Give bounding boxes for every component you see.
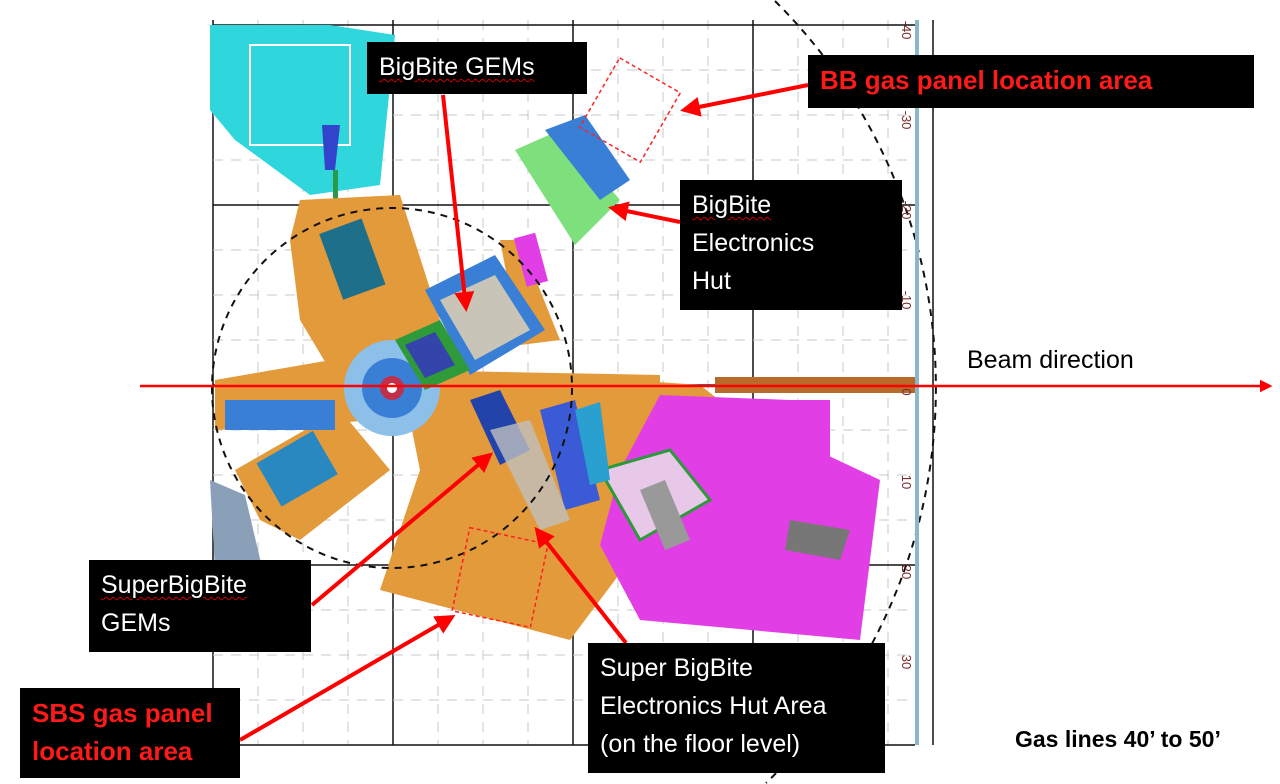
sbs-gas-panel-area [451, 526, 549, 629]
bigbite-gems-label: BigBite GEMs [367, 42, 587, 94]
label-line: Electronics [692, 229, 815, 257]
sbs-gas-panel-arrow [238, 614, 456, 742]
axis-tick-label: 0 [899, 388, 914, 395]
cyan-spectrometer [210, 25, 395, 210]
superbigbite-magenta-structure [470, 377, 915, 640]
bigbite-hut-label: BigBite Electronics Hut [680, 180, 902, 310]
superbigbite-gems-label: SuperBigBite GEMs [89, 560, 311, 652]
gas-lines-note: Gas lines 40’ to 50’ [1015, 726, 1221, 752]
axis-ticks: -40 -30 -20 -10 0 10 20 30 [899, 21, 914, 670]
label-line: location area [32, 736, 193, 766]
bb-gas-panel-area [578, 56, 682, 164]
label-line: Hut [692, 267, 731, 295]
bigbite-hut-arrow [608, 201, 681, 224]
label-line: Super BigBite [600, 654, 753, 682]
axis-tick-label: 10 [899, 475, 914, 489]
axis-tick-label: -40 [899, 21, 914, 40]
superbigbite-gems-arrow [310, 452, 494, 607]
label-line: GEMs [101, 609, 171, 637]
beam-direction-label: Beam direction [967, 346, 1134, 374]
label-line: (on the floor level) [600, 730, 801, 758]
axis-tick-label: -30 [899, 111, 914, 130]
label-line: BigBite [692, 191, 772, 219]
bb-gas-panel-arrow [680, 83, 809, 117]
label-line: SBS gas panel [32, 698, 213, 728]
axis-tick-label: 30 [899, 655, 914, 669]
left-magnets [210, 218, 386, 580]
sbs-hut-label: Super BigBite Electronics Hut Area (on t… [588, 643, 885, 773]
label-text: BigBite GEMs [379, 53, 535, 81]
axis-bar [915, 20, 919, 745]
bigbite-gems-arrow [441, 94, 475, 312]
axis-tick-label: -10 [899, 291, 914, 310]
sbs-gas-panel-label: SBS gas panel location area [20, 688, 240, 778]
label-line: SuperBigBite [101, 571, 247, 599]
bb-gas-panel-label: BB gas panel location area [808, 55, 1254, 108]
label-text: BB gas panel location area [820, 65, 1153, 95]
sbs-hut-arrow [534, 526, 628, 645]
axis-tick-label: -20 [899, 201, 914, 220]
bigbite-detectors [395, 115, 630, 390]
inner-dashed-circle [211, 207, 573, 569]
axis-tick-label: 20 [899, 565, 914, 579]
label-line: Electronics Hut Area [600, 692, 827, 720]
